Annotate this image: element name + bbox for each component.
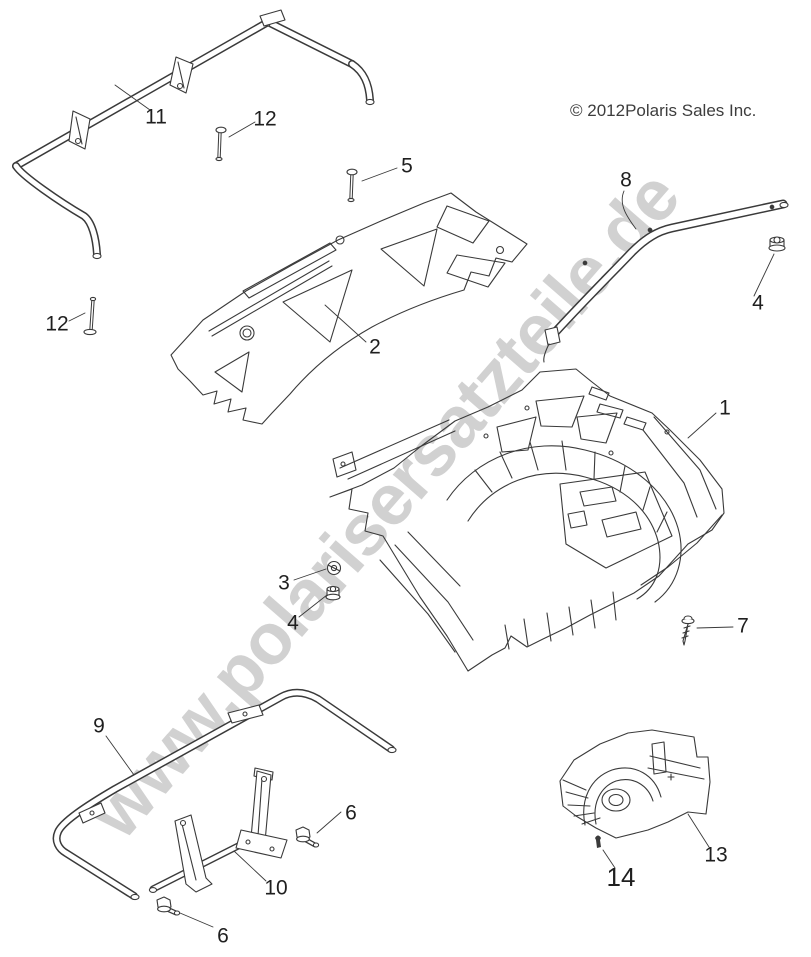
part-13-inner-fender	[559, 729, 711, 839]
part-4-nut-right	[768, 236, 786, 252]
part-12-bolt-left	[83, 296, 97, 336]
callout-6-bottom: 6	[217, 924, 229, 948]
callout-9: 9	[93, 714, 105, 738]
part-4-nut-left	[325, 585, 341, 601]
part-8-grab-bar	[543, 199, 789, 363]
part-11-rear-rack	[12, 9, 375, 260]
callout-14: 14	[606, 862, 636, 892]
callout-1: 1	[719, 396, 731, 420]
part-6-bolt-right	[295, 826, 320, 848]
part-12-bolt-top	[215, 126, 227, 162]
callout-12-left: 12	[45, 312, 69, 336]
callout-7: 7	[737, 614, 749, 638]
part-9-lower-rack-rail	[52, 688, 397, 901]
callout-12-top: 12	[253, 107, 277, 131]
part-6-bolt-bottom	[156, 896, 181, 916]
callout-13: 13	[704, 843, 728, 867]
part-2-rack-support-panel	[170, 192, 528, 425]
callout-5: 5	[401, 154, 413, 178]
part-1-rear-cab-body	[329, 368, 725, 672]
part-10-support-bracket	[148, 767, 288, 893]
callout-6-right: 6	[345, 801, 357, 825]
callout-3: 3	[278, 571, 290, 595]
callout-4-right: 4	[752, 291, 764, 315]
callout-11: 11	[145, 105, 167, 129]
copyright-notice: © 2012Polaris Sales Inc.	[570, 101, 757, 120]
callout-leader-lines	[68, 84, 775, 928]
callout-2: 2	[369, 335, 381, 359]
callout-4-left: 4	[287, 611, 299, 635]
callout-8: 8	[620, 168, 632, 192]
part-5-bolt	[346, 168, 358, 203]
part-7-screw	[681, 615, 695, 646]
part-14-rivet	[595, 835, 601, 848]
callout-10: 10	[264, 876, 288, 900]
part-3-clip	[326, 560, 342, 576]
